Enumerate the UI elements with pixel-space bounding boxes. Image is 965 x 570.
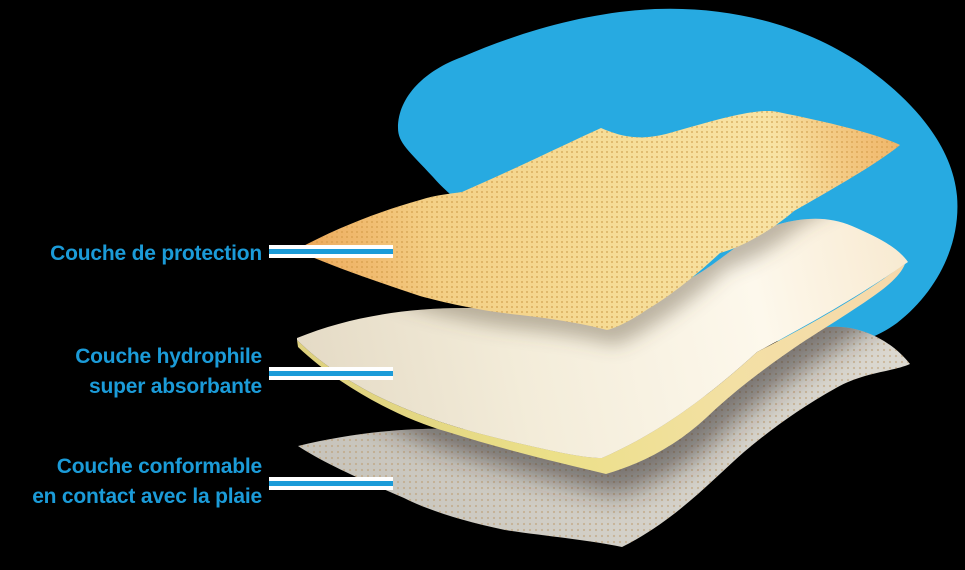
label-line: Couche hydrophile [75, 345, 262, 368]
leader-line-protection [269, 245, 393, 258]
label-line: Couche de protection [50, 242, 262, 265]
label-protection-layer: Couche de protection [0, 239, 262, 269]
label-absorbent-layer: Couche hydrophile super absorbante [0, 342, 262, 402]
leader-line-contact [269, 477, 393, 490]
label-line: Couche conformable [56, 455, 262, 478]
label-line: en contact avec la plaie [32, 485, 262, 508]
leader-line-absorbent [269, 367, 393, 380]
protection-layer-shape [296, 110, 900, 330]
leader-line-stripe [269, 371, 393, 376]
label-line: super absorbante [88, 375, 262, 398]
label-contact-layer: Couche conformable en contact avec la pl… [0, 452, 262, 512]
leader-line-stripe [269, 481, 393, 486]
leader-line-stripe [269, 249, 393, 254]
